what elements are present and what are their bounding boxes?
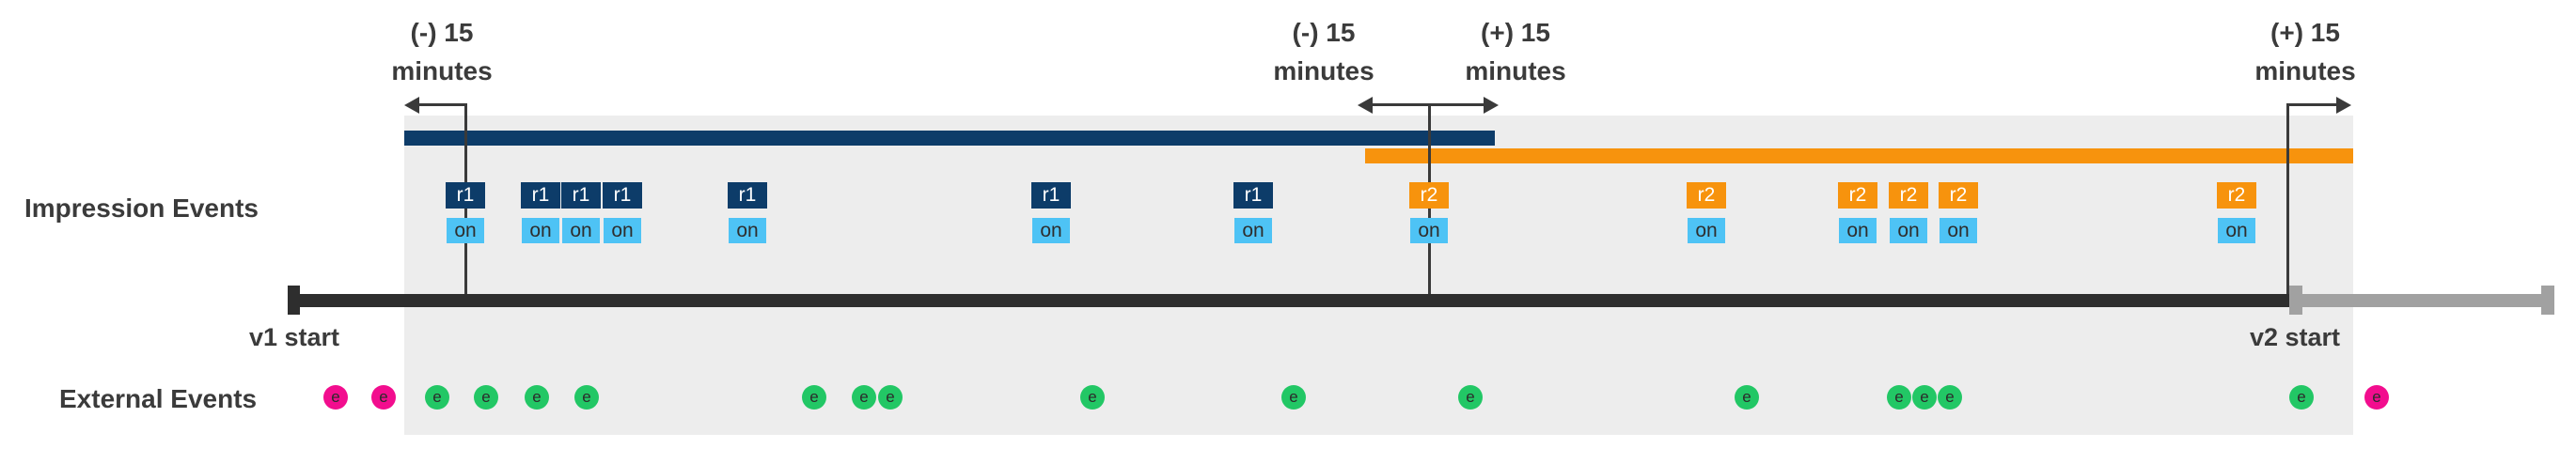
impression-event-r1: r1 on [1031,182,1071,243]
r2-badge: r2 [1838,182,1877,209]
on-badge: on [1890,218,1927,243]
v2-start-line [2286,103,2289,294]
external-event-dot-green: e [802,385,826,410]
impression-event-r1: r1 on [728,182,767,243]
r1-badge: r1 [1233,182,1273,209]
timeline-v1-bar [288,294,2289,307]
external-event-dot-green: e [1735,385,1759,410]
annotation-line-1: (-) 15 [410,18,474,47]
plus-15-arrow-shaft-right [2287,103,2336,106]
external-event-dot-green: e [2289,385,2314,410]
annotation-line-2: minutes [2254,56,2356,85]
on-badge: on [1688,218,1725,243]
v1-start-tick [288,286,300,315]
external-event-dot-pink: e [323,385,348,410]
external-event-dot-green: e [1938,385,1962,410]
on-badge: on [729,218,766,243]
r2-badge: r2 [1687,182,1726,209]
impression-event-r2: r2 on [1687,182,1726,243]
on-badge: on [1234,218,1272,243]
impression-event-r2: r2 on [1939,182,1978,243]
r1-badge: r1 [1031,182,1071,209]
plus-15-minutes-label-mid: (+) 15 minutes [1412,13,1619,90]
plus-15-arrowhead-right [2336,97,2351,114]
r1-badge: r1 [603,182,642,209]
on-badge: on [1032,218,1070,243]
minus-15-minutes-label-mid: (-) 15 minutes [1220,13,1427,90]
external-events-row-label: External Events [59,384,258,413]
timeline-end-tick [2541,286,2554,315]
on-badge: on [1839,218,1877,243]
annotation-line-2: minutes [1465,56,1566,85]
on-badge: on [447,218,484,243]
v1-start-label: v1 start [248,323,340,351]
impression-event-r1: r1 on [1233,182,1273,243]
impression-event-r1: r1 on [521,182,560,243]
external-event-dot-pink: e [2364,385,2389,410]
external-event-dot-green: e [878,385,903,410]
external-event-dot-green: e [574,385,599,410]
annotation-line-2: minutes [1273,56,1374,85]
external-event-dot-green: e [525,385,549,410]
external-event-dot-green: e [852,385,876,410]
v2-start-tick [2289,286,2302,315]
external-event-dot-green: e [1458,385,1483,410]
on-badge: on [522,218,559,243]
plus-15-minutes-label-right: (+) 15 minutes [2202,13,2409,90]
r1-badge: r1 [561,182,601,209]
measurement-window-panel [404,116,2353,435]
timeline-v2-extension-bar [2289,294,2554,307]
impression-event-r2: r2 on [1838,182,1877,243]
annotation-line-2: minutes [391,56,493,85]
r1-badge: r1 [446,182,485,209]
r2-badge: r2 [1939,182,1978,209]
v2-active-window-bar [1365,148,2353,163]
r2-badge: r2 [2217,182,2256,209]
impression-event-r1: r1 on [603,182,642,243]
on-badge: on [1410,218,1448,243]
on-badge: on [604,218,641,243]
impression-events-row-label: Impression Events [24,193,259,223]
plus-15-arrowhead-mid [1484,97,1499,114]
external-event-dot-green: e [425,385,449,410]
external-event-dot-green: e [1912,385,1937,410]
external-event-dot-green: e [474,385,498,410]
external-event-dot-green: e [1887,385,1911,410]
v2-start-label: v2 start [2249,323,2341,351]
r1-badge: r1 [521,182,560,209]
impression-event-r1: r1 on [446,182,485,243]
annotation-line-1: (+) 15 [1481,18,1550,47]
r2-badge: r2 [1409,182,1449,209]
minus-15-arrowhead-left [404,97,419,114]
impression-event-r1: r1 on [561,182,601,243]
impression-event-r2: r2 on [1409,182,1449,243]
minus-15-arrowhead-mid [1358,97,1373,114]
annotation-line-1: (-) 15 [1292,18,1356,47]
external-event-dot-pink: e [371,385,396,410]
impression-event-r2: r2 on [2217,182,2256,243]
external-event-dot-green: e [1080,385,1105,410]
on-badge: on [1940,218,1977,243]
external-event-dot-green: e [1281,385,1306,410]
on-badge: on [562,218,600,243]
minus-15-arrow-shaft-left [419,103,466,106]
impression-event-r2: r2 on [1889,182,1928,243]
r2-badge: r2 [1889,182,1928,209]
on-badge: on [2218,218,2255,243]
minus-15-minutes-label-left: (-) 15 minutes [338,13,545,90]
r1-badge: r1 [728,182,767,209]
v1-active-window-bar [404,131,1495,146]
annotation-line-1: (+) 15 [2270,18,2340,47]
